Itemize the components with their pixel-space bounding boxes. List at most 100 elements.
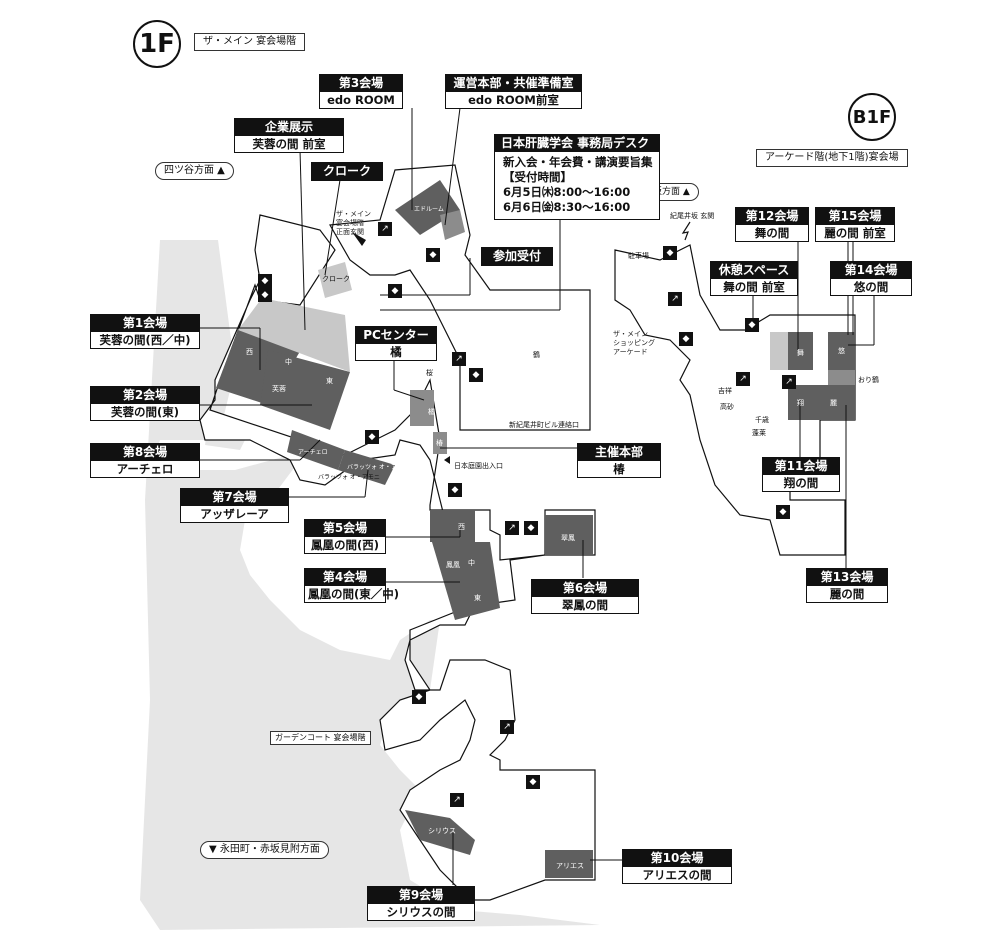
secretariat-desk-box: 日本肝臓学会 事務局デスク 新入会・年会費・講演要旨集 【受付時間】 6月5日㈭…	[494, 134, 660, 220]
direction-nagatacho: ▼ 永田町・赤坂見附方面	[200, 841, 329, 859]
floor-badge-b1f: B1F	[848, 93, 896, 141]
restroom-icon: ◆	[776, 505, 790, 519]
restroom-icon: ◆	[448, 483, 462, 497]
callout-hall8-sub: アーチェロ	[116, 462, 174, 476]
callout-pc: PCセンター 橘	[355, 326, 437, 361]
kioi-entrance-arrow-icon	[681, 221, 691, 241]
room-hoo-east-center	[432, 542, 500, 620]
restroom-icon: ◆	[663, 246, 677, 260]
label-horai: 蓬莱	[752, 429, 766, 437]
direction-yotsuya: 四ツ谷方面 ▲	[155, 162, 234, 180]
callout-rest-sub: 舞の間 前室	[723, 280, 785, 294]
building-1f-north	[329, 164, 591, 431]
label-sirius: シリウス	[428, 827, 456, 835]
garden-area	[140, 240, 600, 930]
callout-hall7: 第7会場 アッザレーア	[180, 488, 289, 523]
floor-caption-1f: ザ・メイン 宴会場階	[194, 33, 306, 51]
callout-hall2: 第2会場 芙蓉の間(東)	[90, 386, 200, 421]
restroom-icon: ◆	[258, 274, 272, 288]
callout-hall1-title: 第1会場	[91, 315, 199, 332]
callout-hall10-title: 第10会場	[623, 850, 731, 867]
desk-title: 日本肝臓学会 事務局デスク	[495, 135, 659, 152]
callout-hall2-sub: 芙蓉の間(東)	[110, 405, 179, 419]
label-tsubaki: 椿	[436, 439, 443, 447]
label-yu: 悠	[838, 347, 845, 355]
room-fuyo-foyer	[238, 298, 350, 372]
escalator-icon: ↗	[505, 521, 519, 535]
label-sho: 翔	[797, 399, 804, 407]
label-hoo-east: 東	[474, 594, 481, 602]
desk-line2: 【受付時間】	[503, 170, 572, 184]
callout-rest: 休憩スペース 舞の間 前室	[710, 261, 798, 296]
callout-pc-title: PCセンター	[356, 327, 436, 344]
callout-corp-sub: 芙蓉の間 前室	[252, 137, 326, 151]
label-japanese-garden: 日本庭園出入口	[454, 462, 503, 470]
room-mai	[788, 332, 813, 370]
room-fuyo-east	[260, 350, 350, 430]
restroom-icon: ◆	[524, 521, 538, 535]
label-mai: 舞	[797, 349, 804, 357]
escalator-icon: ↗	[378, 222, 392, 236]
callout-hall13: 第13会場 麗の間	[806, 568, 888, 603]
room-azzalea	[338, 450, 395, 485]
callout-hall13-sub: 麗の間	[829, 587, 865, 601]
room-rei-foyer	[828, 370, 855, 385]
garden-entrance-arrow-icon	[444, 456, 450, 464]
restroom-icon: ◆	[469, 368, 483, 382]
callout-hall13-title: 第13会場	[807, 569, 887, 586]
escalator-icon: ↗	[736, 372, 750, 386]
callout-reception: 参加受付	[481, 247, 553, 266]
callout-hall9-title: 第9会場	[368, 887, 474, 904]
label-tachibana: 橘	[428, 408, 435, 416]
room-aries	[545, 850, 593, 878]
restroom-icon: ◆	[258, 288, 272, 302]
label-fuyo-center: 中	[285, 358, 292, 366]
callout-hall14-title: 第14会場	[831, 262, 911, 279]
escalator-icon: ↗	[450, 793, 464, 807]
room-mai-foyer	[770, 332, 788, 370]
callout-hall7-title: 第7会場	[181, 489, 288, 506]
callout-hall1-sub: 芙蓉の間(西／中)	[99, 333, 191, 347]
callout-corp-title: 企業展示	[235, 119, 343, 136]
callout-hq-sub: edo ROOM前室	[468, 93, 559, 107]
callout-hall12-title: 第12会場	[736, 208, 808, 225]
callout-hall5-title: 第5会場	[305, 520, 385, 537]
callout-hq: 運営本部・共催準備室 edo ROOM前室	[445, 74, 582, 109]
label-azzalea-sub: バラッツォ オ・アモニ	[318, 474, 380, 481]
callout-hall6: 第6会場 翠鳳の間	[531, 579, 639, 614]
room-edo	[395, 180, 460, 235]
callout-hall7-sub: アッザレーア	[200, 507, 269, 521]
label-fuyo: 芙蓉	[272, 385, 286, 393]
label-kissho: 吉祥	[718, 387, 732, 395]
label-edo-room: エドルーム	[414, 206, 444, 213]
callout-hall4: 第4会場 鳳凰の間(東／中)	[304, 568, 400, 603]
callout-hall8-title: 第8会場	[91, 444, 199, 461]
callout-hall14-sub: 悠の間	[853, 280, 889, 294]
callout-hall15-sub: 麗の間 前室	[824, 226, 886, 240]
callout-hall5-sub: 鳳凰の間(西)	[310, 538, 379, 552]
label-sakura: 桜	[426, 369, 433, 377]
callout-hall4-sub: 鳳凰の間(東／中)	[308, 587, 400, 601]
label-suiho: 翠鳳	[561, 534, 575, 542]
callout-host-title: 主催本部	[578, 444, 660, 461]
label-fuyo-west: 西	[246, 348, 253, 356]
restroom-icon: ◆	[426, 248, 440, 262]
callout-hall11-sub: 翔の間	[783, 476, 819, 490]
label-main-entrance: ザ・メイン 宴会場階 正面玄関	[336, 210, 371, 236]
callout-hall11: 第11会場 翔の間	[762, 457, 840, 492]
callout-hall12-sub: 舞の間	[754, 226, 790, 240]
label-orizuru: おり鶴	[858, 376, 879, 384]
callout-hall9: 第9会場 シリウスの間	[367, 886, 475, 921]
callout-cloak: クローク	[311, 162, 383, 181]
callout-rest-title: 休憩スペース	[711, 262, 797, 279]
restroom-icon: ◆	[412, 690, 426, 704]
callout-hall15: 第15会場 麗の間 前室	[815, 207, 895, 242]
room-sirius	[405, 810, 475, 855]
desk-line1: 新入会・年会費・講演要旨集	[503, 155, 653, 169]
label-kioi-bldg: 新紀尾井町ビル連絡口	[509, 421, 579, 429]
callout-host: 主催本部 椿	[577, 443, 661, 478]
escalator-icon: ↗	[782, 375, 796, 389]
callout-hall8: 第8会場 アーチェロ	[90, 443, 200, 478]
label-hoo-center: 中	[468, 559, 475, 567]
